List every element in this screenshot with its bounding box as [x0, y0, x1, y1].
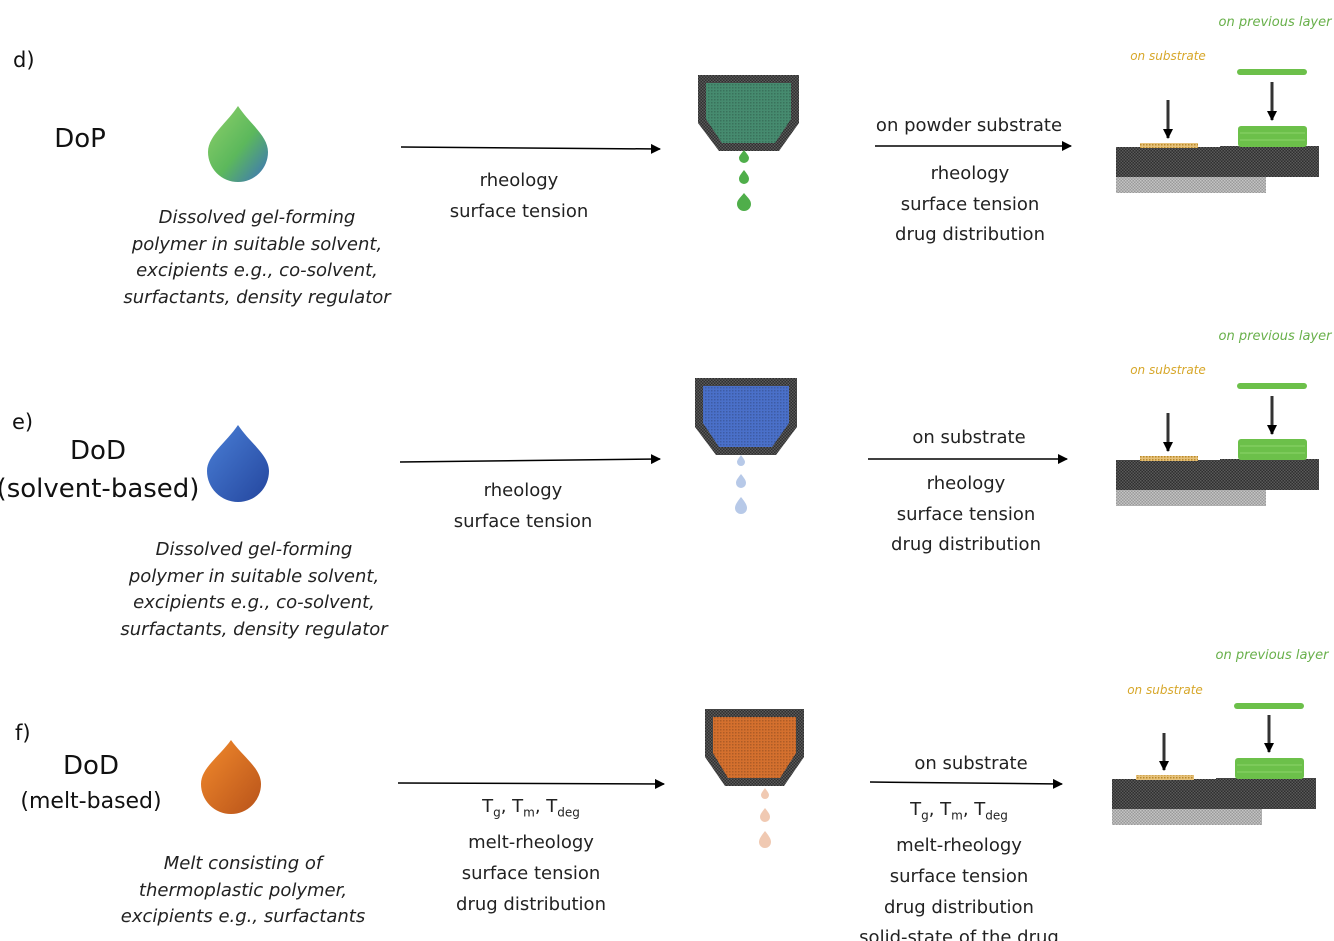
parameter-item: surface tension	[889, 866, 1029, 887]
method-label: DoD (solvent-based)	[0, 433, 199, 508]
parameter-item: drug distribution	[884, 896, 1034, 918]
temp-separator: ,	[500, 796, 513, 817]
ink-description-line: Dissolved gel-forming	[155, 539, 353, 560]
arrow-ink-to-nozzle	[397, 778, 665, 789]
parameter-item: surface tension	[461, 863, 601, 884]
method-line: DoD	[70, 436, 126, 466]
parameter-item: drug distribution	[895, 224, 1045, 246]
parameter-item: drug distribution	[456, 893, 606, 915]
substrate-illustration	[1112, 703, 1316, 825]
panel-label: e)	[12, 410, 34, 434]
ink-description-line: Dissolved gel-forming	[158, 207, 356, 228]
on-previous-layer-label: on previous layer	[1218, 15, 1332, 30]
temp-symbol: T	[482, 796, 494, 817]
nozzle-parameters: rheology surface tension	[450, 166, 589, 227]
on-previous-layer-label: on previous layer	[1215, 648, 1329, 663]
droplet-icon	[207, 425, 270, 503]
temp-subscript: g	[921, 808, 929, 823]
ink-description-line: excipients e.g., co-solvent,	[136, 260, 378, 282]
temp-subscript: deg	[557, 805, 580, 820]
parameter-item: surface tension	[453, 510, 593, 532]
method-label: DoP	[54, 121, 106, 159]
ink-description: Melt consisting of thermoplastic polymer…	[121, 851, 365, 931]
method-line: DoD	[63, 751, 119, 781]
parameter-item: surface tension	[900, 193, 1040, 215]
temp-symbol: T	[940, 799, 952, 820]
temp-subscript: deg	[985, 808, 1008, 823]
ink-description: Dissolved gel-forming polymer in suitabl…	[120, 537, 387, 644]
deposition-parameters: rheology surface tension drug distributi…	[891, 469, 1041, 561]
substrate-illustration	[1116, 69, 1319, 193]
nozzle-parameters: rheology surface tension	[454, 476, 593, 537]
panel-label: d)	[13, 48, 35, 72]
deposition-parameters: Tg, Tm, Tdeg melt-rheology surface tensi…	[859, 795, 1059, 941]
parameter-item: surface tension	[449, 200, 589, 222]
parameter-item: surface tension	[896, 503, 1036, 525]
temperature-parameters: Tg, Tm, Tdeg	[456, 792, 606, 828]
ink-description-line: thermoplastic polymer,	[138, 879, 348, 901]
ink-description-line: excipients e.g., co-solvent,	[133, 592, 375, 614]
on-previous-layer-label: on previous layer	[1218, 329, 1332, 344]
temp-separator: ,	[534, 796, 547, 817]
panel-label: f)	[15, 721, 31, 745]
ink-description-line: surfactants, density regulator	[123, 287, 391, 309]
temp-symbol: T	[546, 796, 558, 817]
temp-symbol: T	[910, 799, 922, 820]
nozzle-parameters: Tg, Tm, Tdeg melt-rheology surface tensi…	[456, 792, 606, 920]
ink-description-line: polymer in suitable solvent,	[128, 565, 380, 587]
method-line: DoP	[54, 124, 106, 154]
nozzle-icon	[705, 709, 804, 786]
ink-description-line: excipients e.g., surfactants	[120, 906, 366, 928]
temp-subscript: m	[523, 805, 535, 820]
parameter-item: melt-rheology	[896, 835, 1022, 857]
arrow-ink-to-nozzle	[399, 454, 661, 465]
on-substrate-label: on substrate	[1130, 49, 1206, 63]
arrow-nozzle-to-substrate	[869, 778, 1063, 789]
deposition-label: on substrate	[912, 427, 1026, 448]
dispensed-droplets	[737, 150, 751, 211]
ink-description-line: surfactants, density regulator	[120, 619, 388, 641]
temp-subscript: m	[951, 808, 963, 823]
temp-subscript: g	[493, 805, 501, 820]
deposition-label: on powder substrate	[875, 115, 1063, 136]
on-substrate-label: on substrate	[1127, 683, 1203, 697]
parameter-item: rheology	[926, 473, 1006, 494]
deposition-label: on substrate	[914, 753, 1028, 774]
arrow-ink-to-nozzle	[400, 143, 661, 154]
ink-description-line: Melt consisting of	[163, 853, 323, 874]
temperature-parameters: Tg, Tm, Tdeg	[859, 795, 1059, 831]
temp-separator: ,	[962, 799, 975, 820]
temp-symbol: T	[512, 796, 524, 817]
dispensed-droplets	[735, 455, 747, 514]
substrate-illustration	[1116, 383, 1319, 506]
method-line: (solvent-based)	[0, 473, 200, 504]
dispensed-droplets	[759, 788, 771, 848]
ink-description: Dissolved gel-forming polymer in suitabl…	[123, 205, 390, 312]
parameter-item: rheology	[930, 163, 1010, 184]
droplet-icon	[201, 740, 261, 814]
ink-description-line: polymer in suitable solvent,	[131, 233, 383, 255]
parameter-item: melt-rheology	[468, 832, 594, 854]
parameter-item: rheology	[483, 480, 563, 501]
parameter-item: drug distribution	[891, 534, 1041, 556]
nozzle-icon	[698, 75, 799, 151]
method-label: DoD (melt-based)	[20, 748, 161, 818]
method-line: (melt-based)	[20, 788, 162, 814]
nozzle-icon	[695, 378, 797, 455]
parameter-item: solid-state of the drug	[859, 927, 1059, 941]
on-substrate-label: on substrate	[1130, 363, 1206, 377]
parameter-item: rheology	[479, 170, 559, 191]
temp-symbol: T	[974, 799, 986, 820]
droplet-icon	[208, 106, 268, 183]
temp-separator: ,	[928, 799, 941, 820]
deposition-parameters: rheology surface tension drug distributi…	[895, 159, 1045, 251]
